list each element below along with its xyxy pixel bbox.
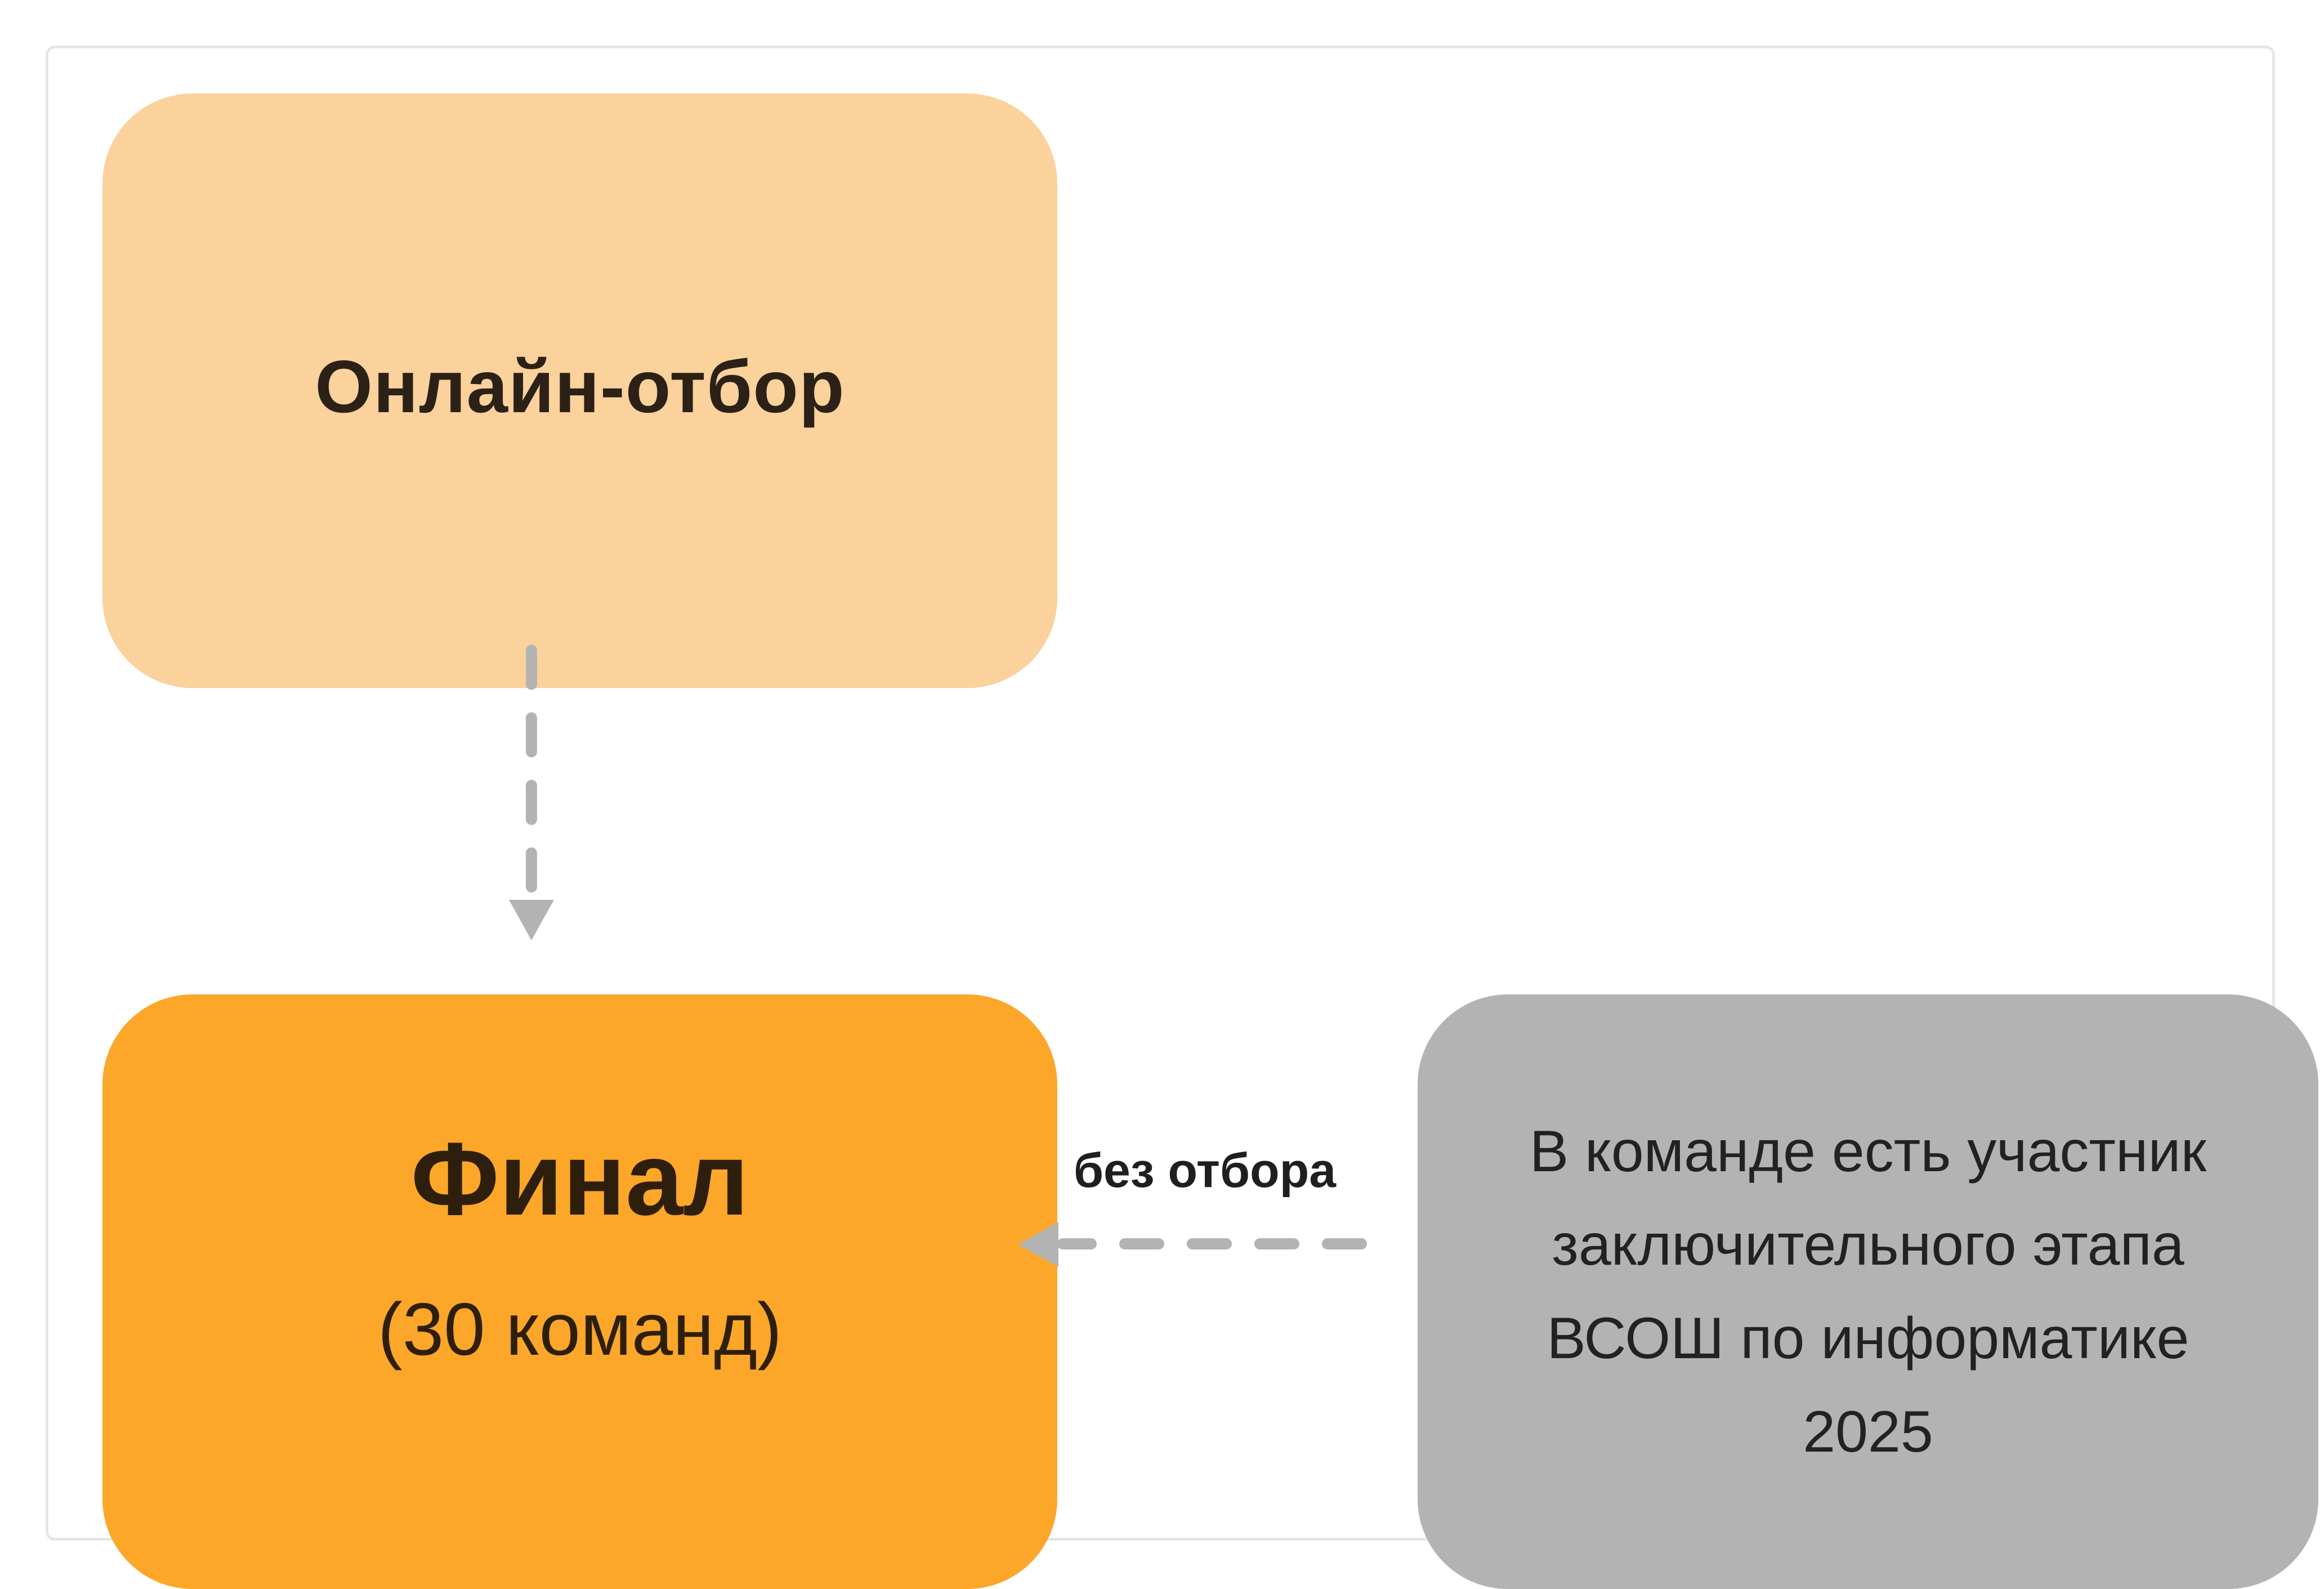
node-final: Финал (30 команд) xyxy=(102,994,1057,1589)
diagram-frame: Онлайн-отбор Финал (30 команд) В команде… xyxy=(46,46,2318,1589)
node-vsosh-participant: В команде есть участник заключительного … xyxy=(1418,994,2318,1589)
node-final-title: Финал xyxy=(410,1121,749,1237)
node-vsosh-line: 2025 xyxy=(1803,1399,1933,1465)
node-vsosh-line: В команде есть участник xyxy=(1529,1119,2207,1184)
node-vsosh-line: заключительного этапа xyxy=(1552,1212,2184,1278)
node-online-selection: Онлайн-отбор xyxy=(102,93,1057,688)
edge-label-no-selection: без отбора xyxy=(1073,1144,1337,1198)
node-vsosh-line: ВСОШ по информатике xyxy=(1547,1306,2189,1371)
node-final-subtitle: (30 команд) xyxy=(377,1288,783,1371)
node-online-title: Онлайн-отбор xyxy=(315,345,845,428)
